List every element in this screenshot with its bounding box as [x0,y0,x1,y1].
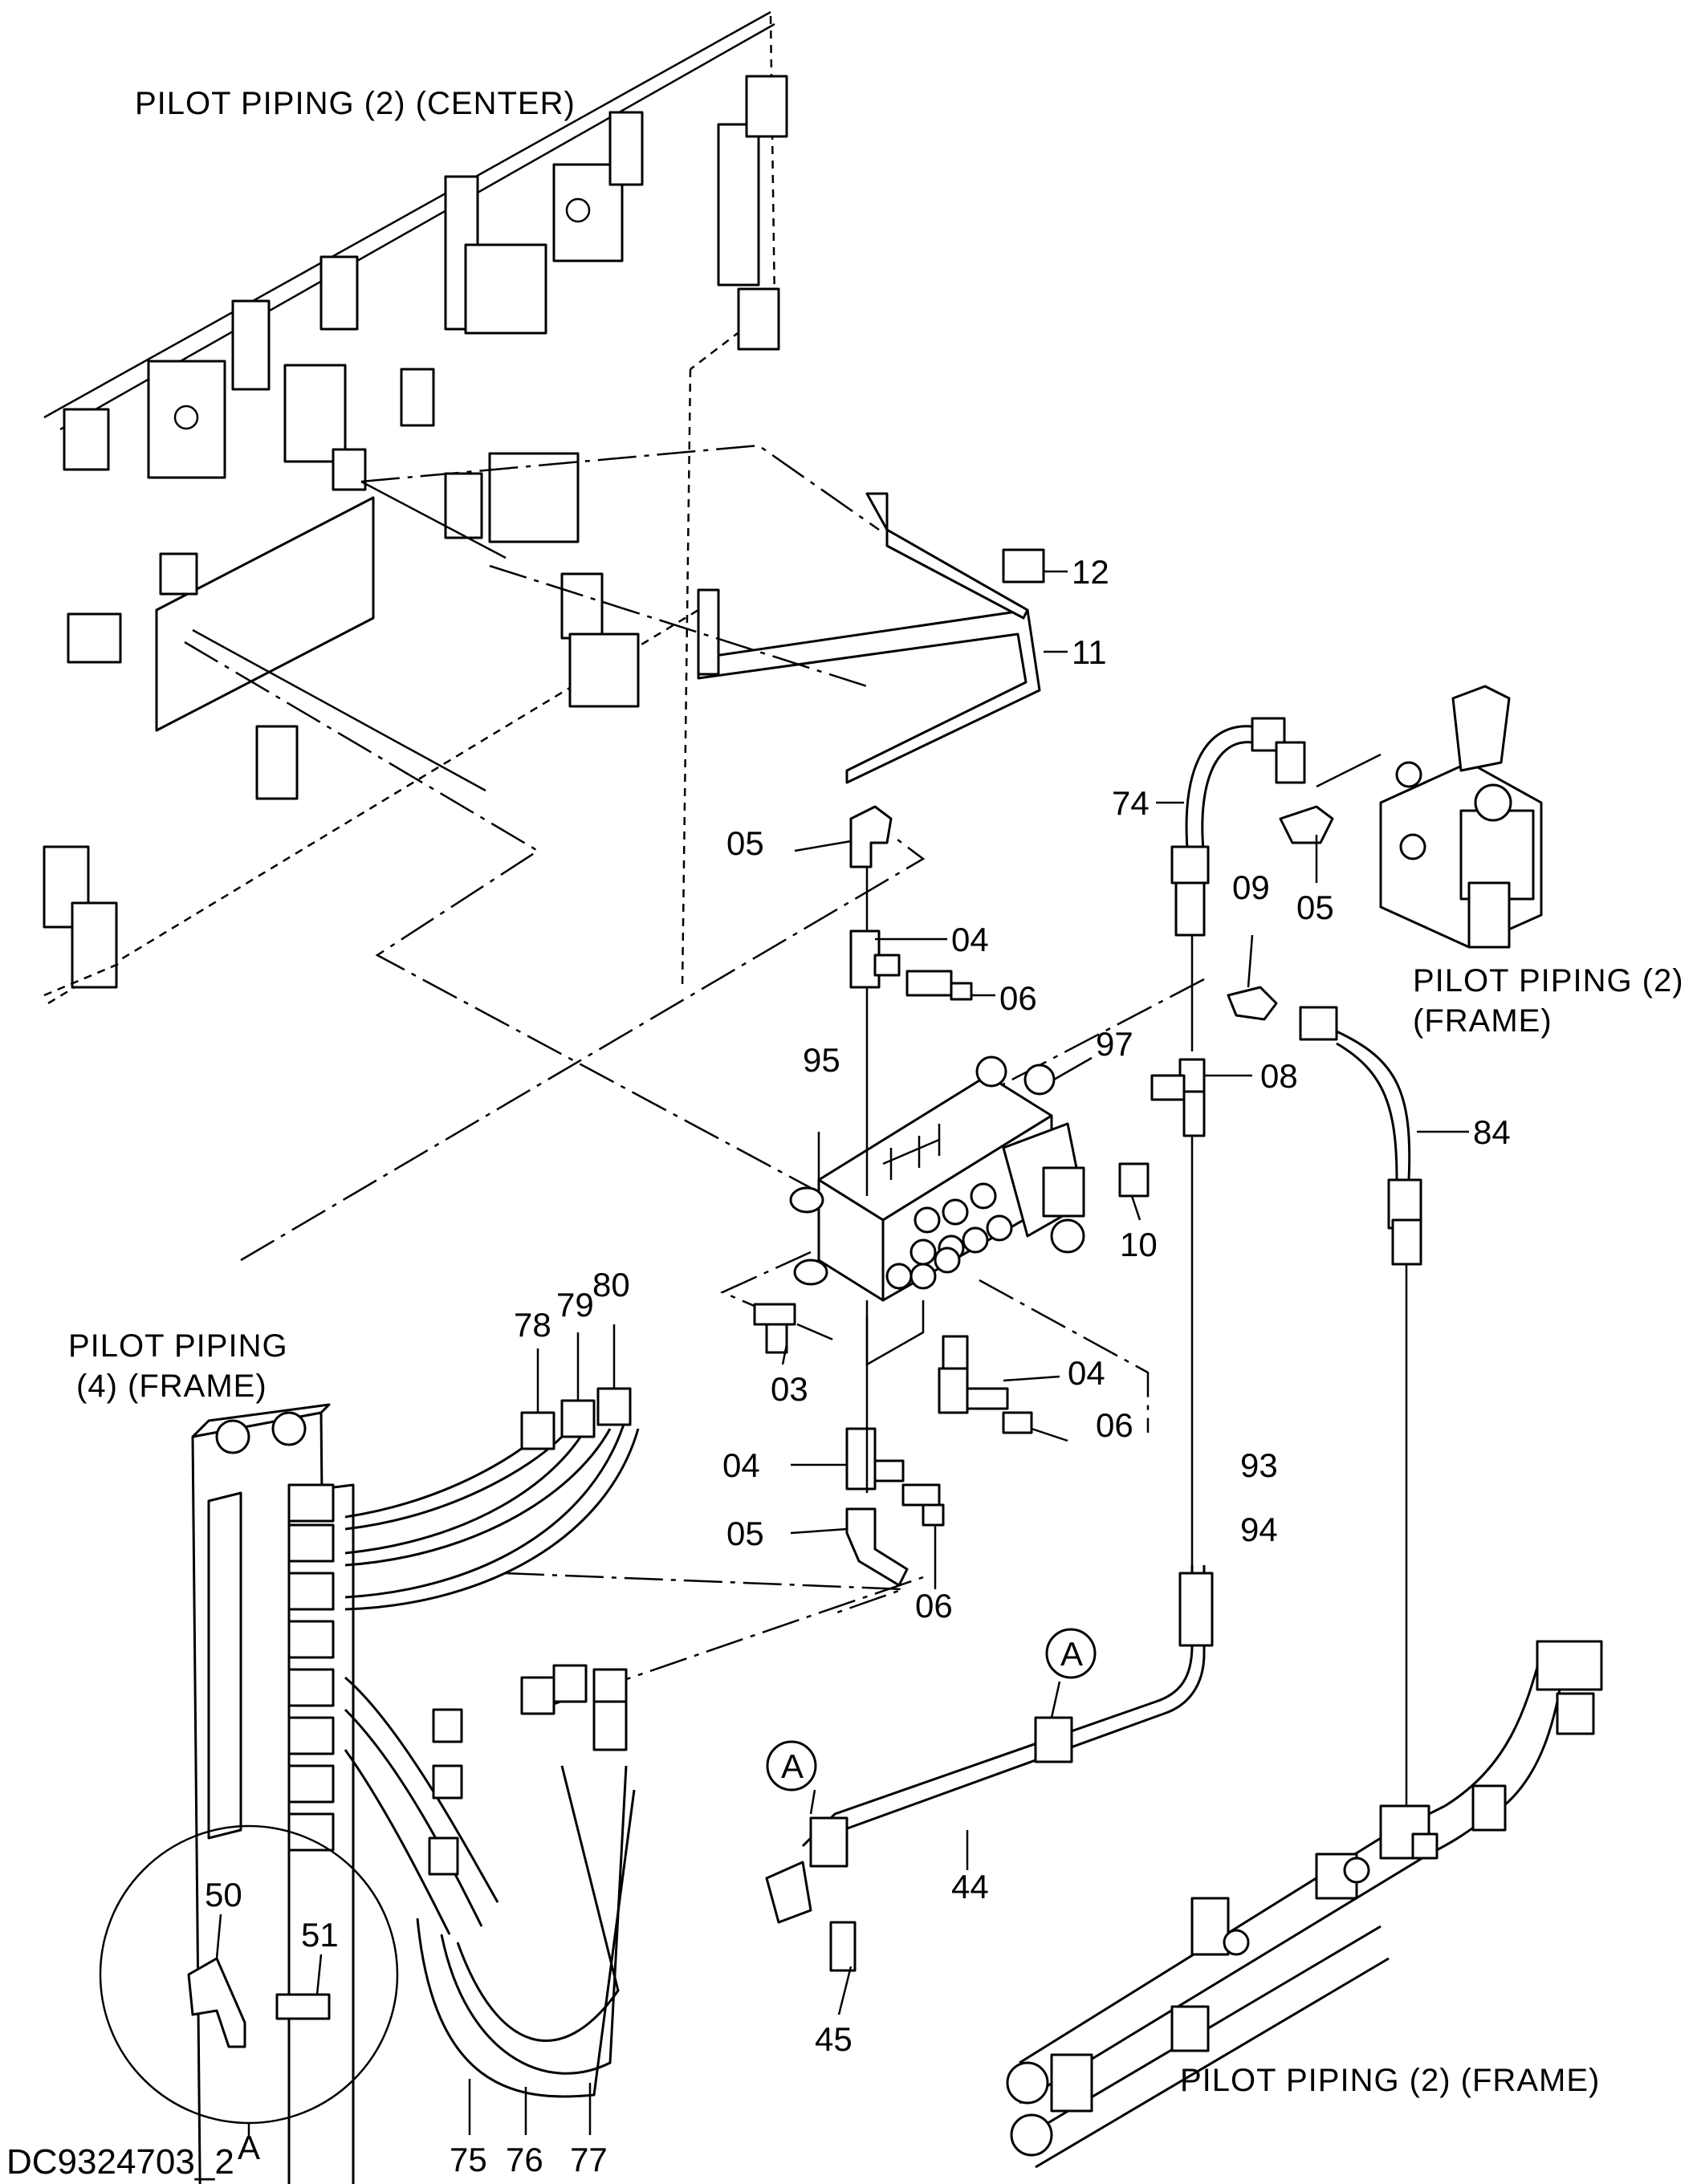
label-93: 93 [1240,1446,1278,1484]
label-03: 03 [771,1370,808,1408]
label-12: 12 [1072,553,1109,591]
upper-fittings [794,805,995,1196]
pipe-44: A A [765,1565,1214,2015]
label-74: 74 [1112,784,1150,822]
label-04b: 04 [1068,1354,1105,1392]
label-97: 97 [1096,1025,1133,1063]
hose-bundles [344,1324,640,2135]
label-05b: 05 [1296,889,1334,926]
label-75: 75 [450,2141,487,2178]
label-79: 79 [556,1286,594,1324]
label-84: 84 [1473,1113,1511,1151]
label-05a: 05 [726,824,764,862]
label-09: 09 [1232,868,1270,906]
label-44: 44 [951,1868,989,1905]
label-06a: 06 [999,979,1037,1017]
detail-a-label: A [238,2129,260,2166]
label-45: 45 [815,2020,853,2058]
title-center: PILOT PIPING (2) (CENTER) [135,86,576,121]
title-frame4-line2: (4) (FRAME) [76,1369,267,1404]
title-frame2-line1: PILOT PIPING (2) [1413,963,1684,998]
label-51: 51 [301,1916,339,1954]
label-80: 80 [592,1266,630,1303]
frame2-bottom-piping: PILOT PIPING (2) (FRAME) [1006,1640,1603,2169]
label-05c: 05 [726,1515,764,1552]
title-frame4-line1: PILOT PIPING [68,1328,288,1364]
lower-fittings [753,1303,1068,1589]
ref-a-marker-2: A [1060,1635,1083,1673]
label-50: 50 [205,1876,242,1914]
frame4-valve: PILOT PIPING (4) (FRAME) [68,1328,355,2184]
label-78: 78 [514,1306,551,1344]
label-06b: 06 [1096,1406,1133,1444]
label-76: 76 [506,2141,543,2178]
label-77: 77 [570,2141,608,2178]
part-labels: 12 11 05 04 06 97 95 74 05 09 08 84 10 8… [205,553,1511,2178]
bracket-11 [360,444,1068,784]
label-95: 95 [803,1041,840,1079]
title-frame2-line2: (FRAME) [1413,1003,1552,1039]
label-08: 08 [1260,1057,1298,1095]
label-10: 10 [1120,1226,1158,1263]
label-04c: 04 [722,1446,760,1484]
center-frame-assembly: PILOT PIPING (2) (CENTER) [43,10,788,1005]
ref-a-marker-1: A [781,1747,804,1785]
hose-74-group: PILOT PIPING (2) (FRAME) [1156,685,1684,1565]
label-06c: 06 [915,1587,953,1625]
tee-08-group [1118,934,1469,1830]
drawing-code: DC9324703_2 [6,2142,234,2182]
label-94: 94 [1240,1511,1278,1548]
pilot-valve-block-95 [789,1055,1093,1367]
label-11: 11 [1072,633,1107,671]
title-frame2-bottom: PILOT PIPING (2) (FRAME) [1180,2063,1600,2098]
detail-a: A [99,1824,399,2166]
label-04a: 04 [951,921,989,958]
